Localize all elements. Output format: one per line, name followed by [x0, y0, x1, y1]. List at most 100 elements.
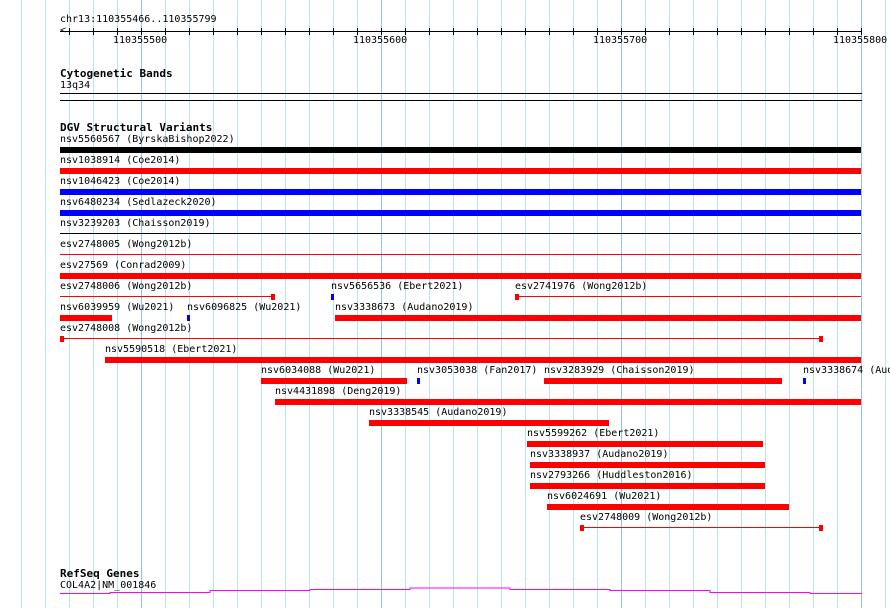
grid-line: [213, 0, 214, 608]
grid-line: [45, 0, 46, 608]
ruler-tick: [669, 28, 670, 35]
grid-line: [93, 0, 94, 608]
gene-line: [60, 587, 862, 594]
track-title-cytoband[interactable]: Cytogenetic Bands: [60, 67, 173, 80]
variant-label: nsv3338937 (Audano2019): [530, 449, 669, 460]
ruler-tick: [645, 28, 646, 35]
variant-label: nsv6024691 (Wu2021): [547, 491, 662, 502]
variant-bar[interactable]: [105, 357, 861, 363]
ruler-tick: [813, 28, 814, 35]
variant-bar[interactable]: [187, 315, 190, 321]
variant-bar[interactable]: [60, 168, 861, 174]
grid-line: [549, 0, 550, 608]
track-title-dgv[interactable]: DGV Structural Variants: [60, 121, 213, 134]
variant-label: nsv5590518 (Ebert2021): [105, 344, 238, 355]
ruler-tick: [213, 28, 214, 35]
variant-label: esv2748008 (Wong2012b): [60, 323, 193, 334]
ruler-tick: [741, 28, 742, 35]
variant-bar[interactable]: [530, 462, 765, 468]
region-label: chr13:110355466..110355799: [60, 14, 217, 25]
track-divider: [60, 100, 862, 101]
ruler-tick: [93, 28, 94, 35]
ruler-tick: [285, 28, 286, 35]
grid-line: [285, 0, 286, 608]
ruler-tick: [333, 28, 334, 35]
variant-line[interactable]: [60, 233, 861, 234]
ruler-tick: [405, 28, 406, 35]
grid-line: [813, 0, 814, 608]
variant-label: nsv3053038 (Fan2017): [417, 365, 538, 376]
ruler-tick: [309, 28, 310, 35]
variant-bar[interactable]: [60, 147, 861, 153]
grid-line: [597, 0, 598, 608]
variant-bar[interactable]: [803, 378, 806, 384]
grid-line: [69, 0, 70, 608]
variant-endpoint[interactable]: [60, 336, 64, 342]
variant-label: nsv3338545 (Audano2019): [369, 407, 508, 418]
grid-line: [885, 0, 886, 608]
variant-bar[interactable]: [275, 399, 861, 405]
grid-line: [861, 0, 862, 608]
grid-line: [165, 0, 166, 608]
variant-label: nsv6096825 (Wu2021): [187, 302, 302, 313]
variant-endpoint[interactable]: [819, 525, 823, 531]
variant-bar[interactable]: [331, 294, 334, 300]
variant-bar[interactable]: [369, 420, 609, 426]
variant-label: nsv1038914 (Coe2014): [60, 155, 181, 166]
variant-bar[interactable]: [60, 210, 861, 216]
variant-bar[interactable]: [547, 504, 789, 510]
ruler-tick: [765, 28, 766, 35]
ruler-label: 110355800: [833, 35, 888, 46]
variant-label: esv2748006 (Wong2012b): [60, 281, 193, 292]
grid-line: [525, 0, 526, 608]
variant-label: nsv1046423 (Coe2014): [60, 176, 181, 187]
grid-line: [309, 0, 310, 608]
variant-endpoint[interactable]: [271, 294, 275, 300]
variant-endpoint[interactable]: [580, 525, 584, 531]
ruler-axis: [60, 31, 862, 32]
variant-bar[interactable]: [335, 315, 861, 321]
variant-line[interactable]: [60, 296, 275, 297]
variant-label: nsv6034088 (Wu2021): [261, 365, 376, 376]
variant-label: nsv3239203 (Chaisson2019): [60, 218, 211, 229]
ruler-tick: [189, 28, 190, 35]
variant-endpoint[interactable]: [819, 336, 823, 342]
ruler-tick: [789, 28, 790, 35]
variant-label: nsv5656536 (Ebert2021): [331, 281, 464, 292]
track-title-refseq[interactable]: RefSeq Genes: [60, 567, 140, 580]
ruler-tick: [69, 28, 70, 35]
ruler-tick: [573, 28, 574, 35]
variant-bar[interactable]: [417, 378, 420, 384]
ruler-label: 110355600: [353, 35, 408, 46]
variant-line[interactable]: [60, 338, 823, 339]
variant-bar[interactable]: [60, 189, 861, 195]
variant-line[interactable]: [60, 254, 861, 255]
variant-bar[interactable]: [261, 378, 407, 384]
ruler-tick: [501, 28, 502, 35]
grid-line: [141, 0, 142, 608]
grid-line: [21, 0, 22, 608]
ruler-tick: [357, 28, 358, 35]
ruler-tick: [861, 28, 862, 35]
variant-bar[interactable]: [527, 441, 763, 447]
gene-model[interactable]: [0, 585, 890, 597]
ruler-tick: [381, 28, 382, 35]
variant-bar[interactable]: [544, 378, 782, 384]
ruler-tick: [165, 28, 166, 35]
variant-label: nsv3338673 (Audano2019): [335, 302, 474, 313]
variant-endpoint[interactable]: [515, 294, 519, 300]
variant-label: esv2748009 (Wong2012b): [580, 512, 713, 523]
variant-line[interactable]: [515, 296, 861, 297]
grid-line: [453, 0, 454, 608]
variant-bar[interactable]: [60, 273, 861, 279]
left-arrow-icon[interactable]: <: [60, 25, 67, 36]
grid-line: [621, 0, 622, 608]
ruler-label: 110355500: [113, 35, 168, 46]
cytoband-bar[interactable]: [60, 93, 862, 94]
variant-line[interactable]: [580, 527, 823, 528]
ruler-tick: [117, 28, 118, 35]
variant-bar[interactable]: [60, 315, 112, 321]
grid-line: [261, 0, 262, 608]
variant-bar[interactable]: [530, 483, 765, 489]
grid-line: [405, 0, 406, 608]
